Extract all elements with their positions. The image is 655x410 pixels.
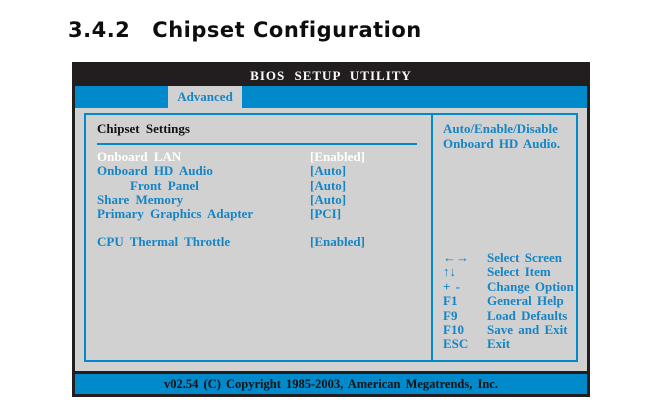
section-title-text: Chipset Configuration — [152, 18, 422, 42]
key-action: Exit — [487, 336, 511, 352]
section-heading: Chipset Settings — [97, 121, 190, 136]
key-name: + - — [443, 278, 460, 294]
key-action: Save and Exit — [487, 322, 568, 338]
key-name: ESC — [443, 336, 469, 352]
options-list: Onboard LAN [Enabled] Onboard HD Audio [Aut… — [97, 149, 431, 250]
key-row: ←→ Select Screen — [443, 250, 574, 265]
key-row: F10 Save and Exit — [443, 322, 574, 338]
key-name: ←→ — [443, 250, 469, 265]
key-action: Load Defaults — [487, 307, 568, 323]
page-title: 3.4.2 Chipset Configuration — [68, 18, 422, 42]
option-row[interactable]: Front Panel [Auto] — [97, 177, 431, 193]
key-row: ↑↓ Select Item — [443, 264, 574, 280]
key-row: ESC Exit — [443, 336, 574, 352]
help-line-2: Onboard HD Audio. — [443, 136, 561, 151]
option-value[interactable]: [Auto] — [310, 163, 347, 179]
option-row[interactable]: Onboard HD Audio [Auto] — [97, 163, 431, 179]
option-row[interactable]: Share Memory [Auto] — [97, 191, 431, 207]
option-label: Onboard LAN — [97, 149, 182, 164]
key-row: + - Change Option — [443, 278, 574, 294]
tab-advanced[interactable]: Advanced — [168, 86, 242, 108]
key-name: F9 — [443, 307, 458, 323]
option-value[interactable]: [PCI] — [310, 206, 342, 222]
settings-box: Chipset Settings Onboard LAN[Enabled]Onb… — [84, 113, 578, 362]
tab-bar: Advanced — [75, 86, 587, 108]
option-row[interactable]: Onboard LAN [Enabled] — [97, 149, 431, 164]
option-value[interactable]: [Enabled] — [310, 234, 365, 250]
key-action: Change Option — [487, 278, 574, 294]
key-action: General Help — [487, 293, 564, 309]
option-label: Primary Graphics Adapter — [97, 206, 254, 222]
bios-screen: BIOS SETUP UTILITY Advanced Chipset Sett… — [72, 62, 590, 397]
copyright-text: v02.54 (C) Copyright 1985-2003, American… — [164, 377, 498, 391]
copyright-bar: v02.54 (C) Copyright 1985-2003, American… — [75, 374, 587, 394]
bios-title-bar: BIOS SETUP UTILITY — [75, 65, 587, 86]
key-row: F9 Load Defaults — [443, 307, 574, 323]
section-number: 3.4.2 — [68, 18, 131, 42]
option-label: CPU Thermal Throttle — [97, 234, 231, 250]
key-action: Select Item — [487, 264, 551, 280]
option-label: Onboard HD Audio — [97, 163, 213, 179]
key-name: F10 — [443, 322, 464, 338]
option-value[interactable]: [Auto] — [310, 177, 347, 193]
key-name: F1 — [443, 293, 458, 309]
key-name: ↑↓ — [443, 264, 456, 280]
option-row[interactable]: Primary Graphics Adapter [PCI] — [97, 206, 431, 222]
section-divider — [97, 143, 417, 145]
option-value[interactable]: [Enabled] — [310, 149, 365, 164]
help-panel: Auto/Enable/Disable Onboard HD Audio. ←→… — [433, 115, 576, 360]
key-legend: ←→ Select Screen ↑↓ Select Item + - Change Op… — [443, 250, 574, 352]
option-label: Front Panel — [130, 177, 199, 193]
help-line-1: Auto/Enable/Disable — [443, 121, 558, 136]
help-text: Auto/Enable/Disable Onboard HD Audio. — [443, 121, 572, 151]
key-action: Select Screen — [487, 250, 563, 265]
option-label: Share Memory — [97, 191, 184, 207]
option-value[interactable]: [Auto] — [310, 191, 347, 207]
option-row[interactable]: CPU Thermal Throttle [Enabled] — [97, 234, 431, 250]
key-row: F1 General Help — [443, 293, 574, 309]
content-area: Chipset Settings Onboard LAN[Enabled]Onb… — [75, 108, 587, 371]
footer-divider — [75, 371, 587, 374]
bios-title: BIOS SETUP UTILITY — [250, 68, 412, 83]
settings-panel: Chipset Settings Onboard LAN[Enabled]Onb… — [86, 115, 433, 360]
